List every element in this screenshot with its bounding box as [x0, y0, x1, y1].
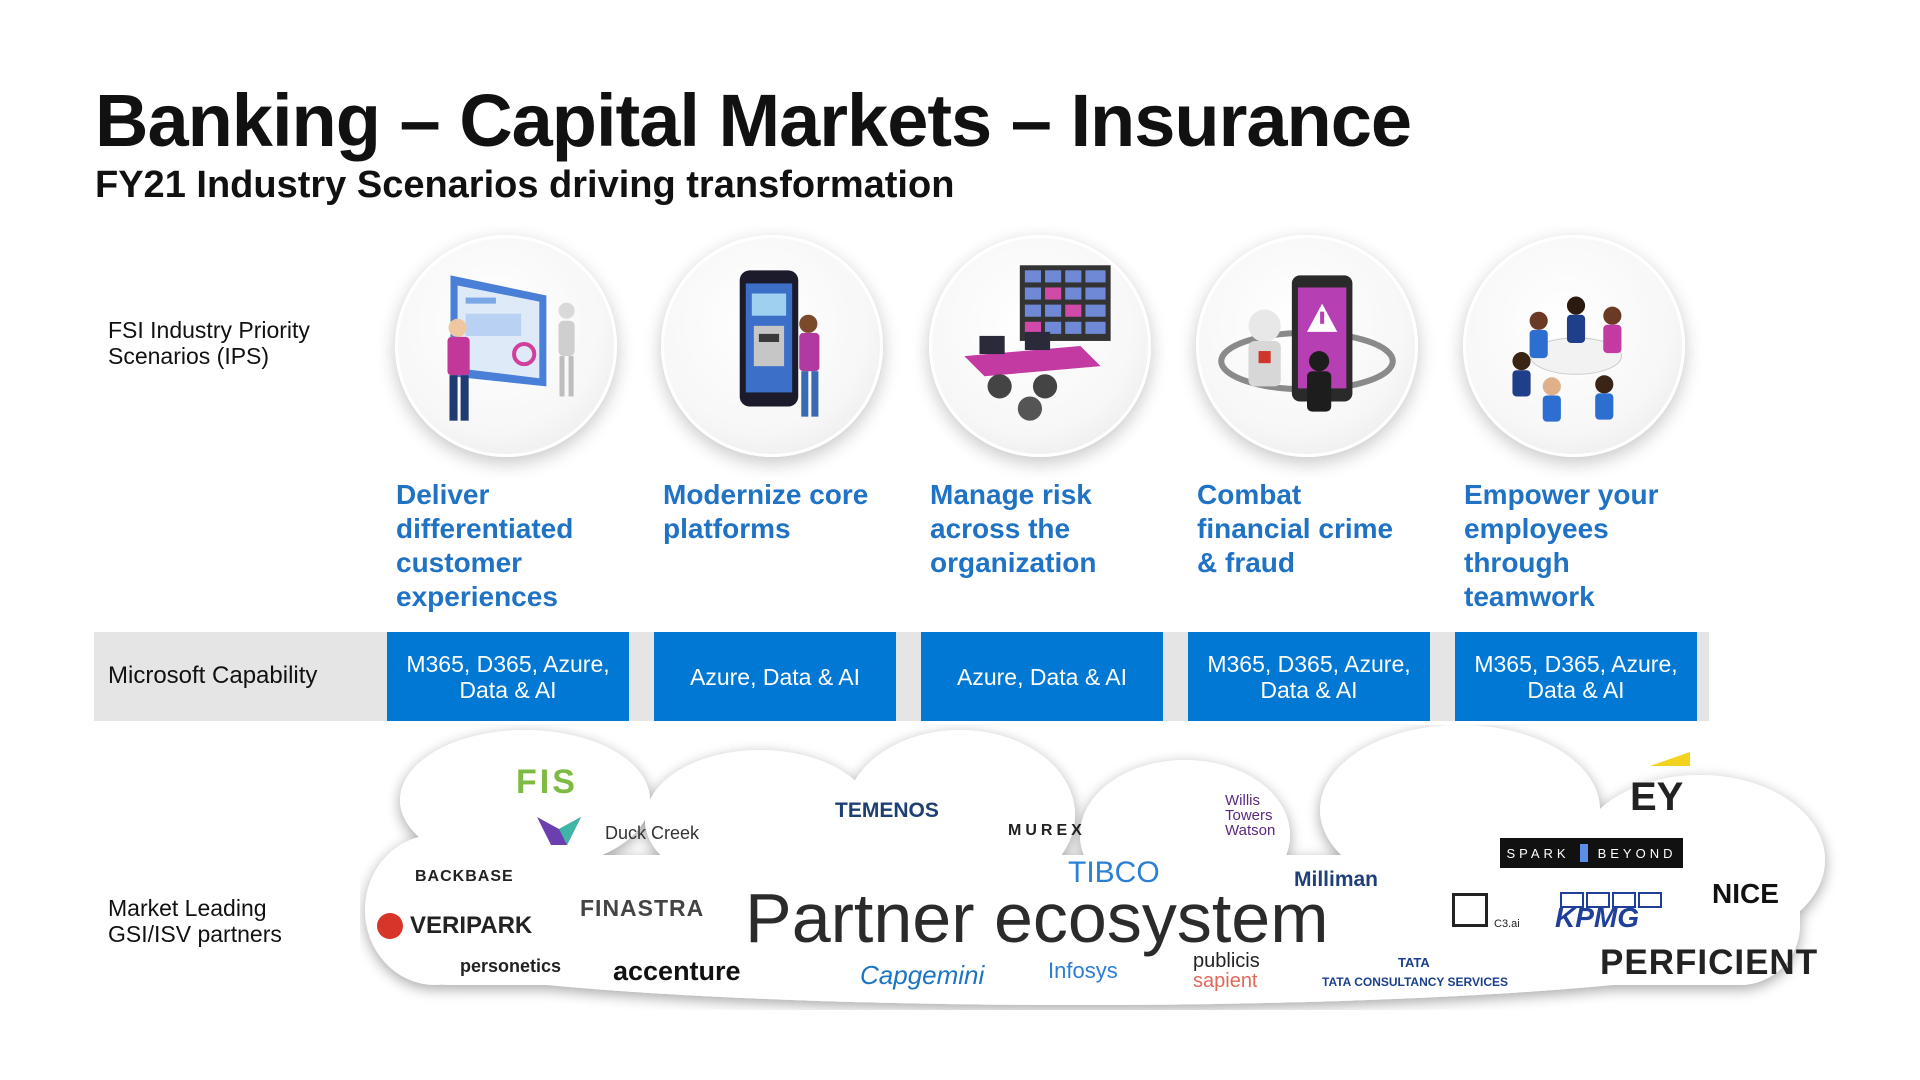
milliman-logo: Milliman — [1294, 868, 1379, 891]
capability-box-customer-experiences: M365, D365, Azure, Data & AI — [387, 632, 629, 721]
atm-phone-illustration — [661, 235, 883, 457]
willis-towers-watson-logo: Willis Towers Watson — [1225, 792, 1276, 839]
veripark-icon — [377, 913, 403, 939]
spark-beyond-mark-icon — [1579, 844, 1588, 862]
partner-cloud — [365, 725, 1825, 1005]
capability-box-manage-risk: Azure, Data & AI — [921, 632, 1163, 721]
nice-logo: NICE — [1712, 878, 1779, 909]
c3ai-icon — [1452, 893, 1488, 927]
ey-logo: EY — [1630, 775, 1684, 819]
customer-experience-illustration — [395, 235, 617, 457]
scenario-title-customer-experiences: Deliver differentiated customer experien… — [396, 479, 574, 612]
capability-row-label: Microsoft Capability — [108, 662, 318, 689]
murex-logo: MUREX — [1008, 822, 1086, 839]
scenario-title-manage-risk: Manage risk across the organization — [930, 479, 1097, 578]
infosys-logo: Infosys — [1048, 958, 1118, 983]
capability-band — [94, 632, 1709, 721]
page-title: Banking – Capital Markets – Insurance — [95, 79, 1412, 162]
scenario-title-core-platforms: Modernize core platforms — [663, 479, 869, 544]
capgemini-logo: Capgemini — [860, 960, 985, 990]
spark-beyond-label-left: SPARK — [1506, 845, 1570, 861]
partner-ecosystem-title: Partner ecosystem — [745, 879, 1329, 957]
c3ai-logo: C3.ai — [1494, 918, 1520, 930]
publicis-logo: publicis — [1193, 950, 1260, 972]
fraud-alert-illustration — [1196, 235, 1418, 457]
backbase-logo: BACKBASE — [415, 868, 514, 885]
scenario-title-empower-employees: Empower your employees through teamwork — [1464, 479, 1659, 612]
partners-row-label: Market Leading GSI/ISV partners — [108, 895, 282, 947]
ey-beam-icon — [1650, 752, 1690, 766]
spark-beyond-logo: SPARK BEYOND — [1500, 838, 1683, 868]
capability-box-core-platforms: Azure, Data & AI — [654, 632, 896, 721]
temenos-logo: TEMENOS — [835, 799, 939, 822]
duck-creek-icon — [537, 817, 581, 852]
tcs-logo: TATA CONSULTANCY SERVICES — [1322, 975, 1509, 989]
fis-logo: FIS — [516, 763, 578, 801]
tata-logo: TATA — [1398, 955, 1430, 970]
tibco-logo: TIBCO — [1068, 856, 1160, 889]
finastra-logo: FINASTRA — [580, 895, 705, 921]
kpmg-boxes-icon — [1560, 892, 1662, 908]
veripark-logo: VERIPARK — [410, 912, 533, 939]
page-subtitle: FY21 Industry Scenarios driving transfor… — [95, 164, 955, 206]
teamwork-meeting-illustration — [1463, 235, 1685, 457]
kpmg-logo: KPMG — [1555, 902, 1639, 933]
perficient-logo: PERFICIENT — [1600, 943, 1819, 982]
ips-row-label: FSI Industry Priority Scenarios (IPS) — [108, 317, 310, 369]
personetics-logo: personetics — [460, 956, 562, 976]
duck-creek-logo: Duck Creek — [605, 823, 700, 843]
capability-box-empower-employees: M365, D365, Azure, Data & AI — [1455, 632, 1697, 721]
accenture-logo: accenture — [613, 956, 741, 986]
capability-box-financial-crime: M365, D365, Azure, Data & AI — [1188, 632, 1430, 721]
spark-beyond-label-right: BEYOND — [1597, 845, 1677, 861]
scenario-title-financial-crime: Combat financial crime & fraud — [1197, 479, 1394, 578]
sapient-logo: sapient — [1193, 970, 1258, 992]
monitoring-room-illustration — [929, 235, 1151, 457]
